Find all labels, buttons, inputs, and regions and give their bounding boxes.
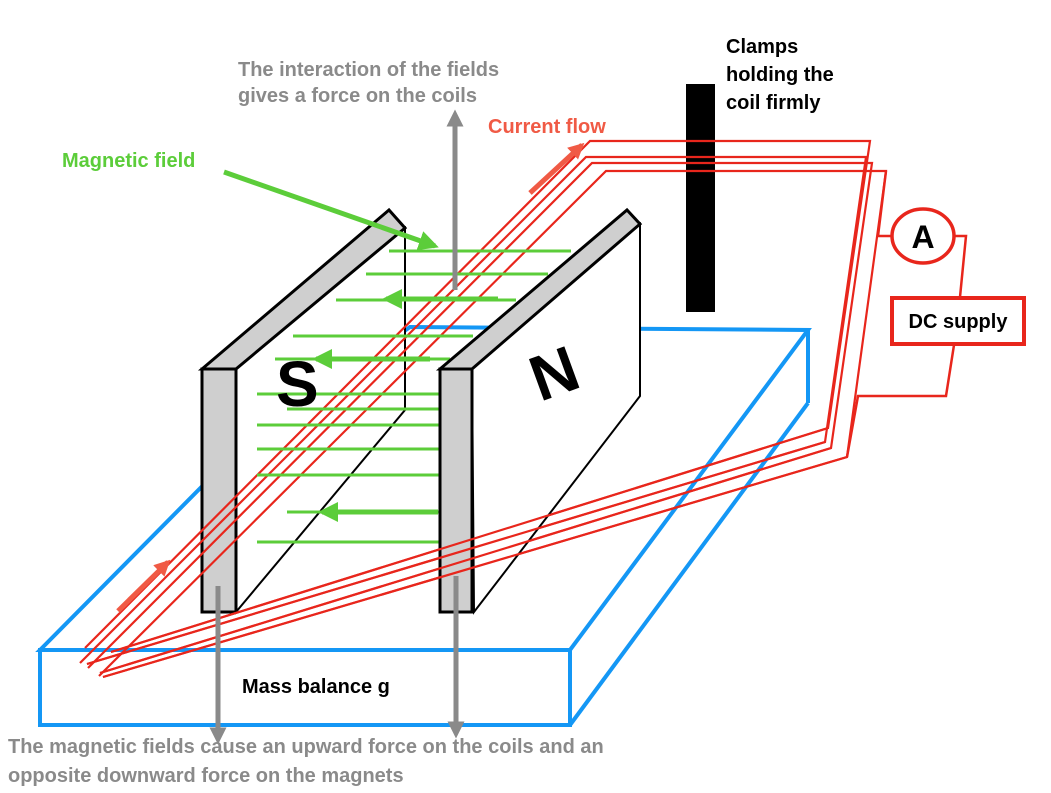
south-magnet <box>197 207 408 615</box>
coil-front-windings <box>86 426 848 679</box>
wire-to-ammeter <box>876 170 892 238</box>
coil-wire <box>102 455 848 679</box>
mass-balance-label: Mass balance g <box>242 676 390 698</box>
bottom-caption-line1: The magnetic fields cause an upward forc… <box>8 736 604 758</box>
clamps-label-line3: coil firmly <box>726 92 821 114</box>
interaction-label-line2: gives a force on the coils <box>238 85 477 107</box>
balance-side-edge <box>568 401 810 727</box>
bottom-caption-line2: opposite downward force on the magnets <box>8 765 404 787</box>
mass-balance <box>35 324 812 727</box>
dc-supply-label: DC supply <box>909 311 1009 333</box>
magnetic-field-label: Magnetic field <box>62 150 195 172</box>
coil-wire <box>86 440 826 666</box>
interaction-label-line1: The interaction of the fields <box>238 59 499 81</box>
current-flow-label: Current flow <box>488 116 606 138</box>
south-magnet-front-edge <box>200 367 238 614</box>
coil-wire <box>110 426 829 654</box>
clamps-label-line1: Clamps <box>726 36 798 58</box>
force-arrows <box>209 109 465 745</box>
external-circuit <box>845 170 968 458</box>
wire-ammeter-to-supply <box>954 234 968 298</box>
current-arrow-icon <box>116 559 171 613</box>
wire-supply-return <box>845 344 956 458</box>
dc-supply-box <box>890 296 1026 346</box>
ammeter: A <box>890 207 956 265</box>
current-arrows <box>116 142 585 613</box>
dc-supply: DC supply <box>890 296 1026 346</box>
south-pole-label: S <box>276 348 319 420</box>
clamps-label-line2: holding the <box>726 64 834 86</box>
clamp <box>686 84 715 312</box>
balance-front-face <box>38 648 572 727</box>
ammeter-circle <box>890 207 956 265</box>
magnetic-field-pointer-icon <box>223 169 439 251</box>
ammeter-symbol: A <box>911 219 934 255</box>
field-direction-arrows <box>312 289 498 522</box>
north-magnet <box>435 207 643 615</box>
coil-wire <box>99 446 832 675</box>
current-arrow-icon <box>528 142 585 195</box>
